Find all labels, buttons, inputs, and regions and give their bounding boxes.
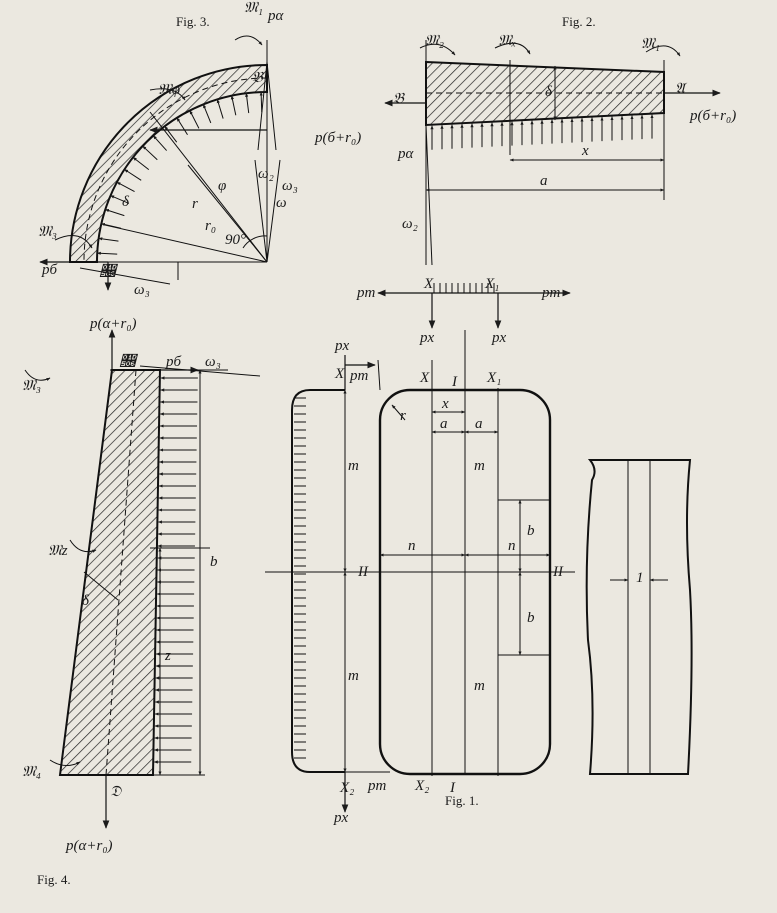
fig1-n-left: n — [408, 538, 416, 554]
fig1-m-mid-bottom: m — [474, 678, 485, 694]
fig4-delta: δ — [82, 593, 90, 609]
fig2-A: 𝔄 — [675, 81, 688, 97]
fig1-x: x — [441, 396, 449, 412]
neutral-axis — [83, 77, 268, 263]
fig2-Mx: 𝔐ₓ — [498, 33, 516, 49]
pressure-arrows — [430, 114, 654, 150]
fig2-caption: Fig. 2. — [562, 14, 596, 29]
fig2-M1: 𝔐₁ — [641, 36, 660, 52]
fig3-C: 𝔆 — [99, 263, 119, 280]
fig2-pbr: p(б+r₀) — [689, 108, 736, 124]
fig4-b: b — [210, 554, 218, 570]
fig1-m-left-top: m — [348, 458, 359, 474]
fig1-px-mid: px — [334, 338, 350, 354]
fig3-pbr: p(б+r₀) — [314, 130, 361, 146]
fig1-pm-mid: pm — [349, 368, 369, 384]
wall-strip-detail — [585, 459, 693, 775]
figure-1: Fig. 1. pm pm X X₁ px px — [265, 276, 693, 826]
fig1-X2-box: X₂ — [414, 778, 429, 794]
fig1-X1-top: X₁ — [484, 276, 499, 292]
fig3-phi: φ — [218, 178, 226, 194]
fig3-r: r — [192, 196, 198, 212]
fig2-pa: pα — [397, 146, 415, 162]
fig4-M4: 𝔐₄ — [22, 764, 41, 780]
fig1-a-right: a — [475, 416, 483, 432]
fig4-par-bottom: p(α+r₀) — [65, 838, 113, 854]
fig3-w2: ω₂ — [258, 166, 274, 182]
fig4-caption: Fig. 4. — [37, 872, 71, 887]
fig4-par-top: p(α+r₀) — [89, 316, 137, 332]
figure-2: Fig. 2. 𝔐₂ 𝔐ₓ 𝔐₁ 𝔅 𝔄 p(б+r₀) δ pα x — [384, 14, 736, 266]
fig3-M3: 𝔐₃ — [38, 224, 57, 240]
fig3-w3-top: ω₃ — [282, 178, 298, 194]
fig3-pa: pα — [267, 8, 285, 24]
fig2-delta: δ — [545, 84, 553, 100]
pressure-arrows — [153, 376, 198, 764]
fig1-px-top-left: px — [419, 330, 435, 346]
fig2-B: 𝔅 — [393, 91, 405, 107]
fig1-II-left: II — [357, 564, 369, 580]
figure-3: Fig. 3. — [38, 0, 361, 298]
fig1-pm-bottom: pm — [367, 778, 387, 794]
fig1-m-left-bottom: m — [348, 668, 359, 684]
fig1-pm-left-top: pm — [356, 285, 376, 301]
fig3-B: 𝔅 — [252, 70, 264, 86]
fig3-r0: r₀ — [205, 218, 216, 234]
fig1-I-top: I — [451, 374, 458, 390]
fig3-90deg: 90° — [225, 232, 246, 248]
fig1-X1-box: X₁ — [486, 370, 501, 386]
fig3-Mphi: 𝔐φ — [158, 82, 180, 98]
fig2-a: a — [540, 173, 548, 189]
fig1-II-right: II — [552, 564, 564, 580]
fig3-w3-bottom: ω₃ — [134, 282, 150, 298]
fig2-x: x — [581, 143, 589, 159]
fig1-px-bottom: px — [333, 810, 349, 826]
fig4-w3: ω₃ — [205, 354, 221, 370]
fig1-n-right: n — [508, 538, 516, 554]
fig1-one: 1 — [636, 570, 644, 586]
fig1-X-box: X — [419, 370, 430, 386]
fig1-caption: Fig. 1. — [445, 793, 479, 808]
fig1-px-top-right: px — [491, 330, 507, 346]
fig4-Mz: 𝔐z — [48, 543, 68, 559]
fig3-pb: pб — [41, 262, 58, 278]
fig1-b-top: b — [527, 523, 535, 539]
fig4-z: z — [164, 648, 171, 664]
fig1-m-mid-top: m — [474, 458, 485, 474]
fig3-caption: Fig. 3. — [176, 14, 210, 29]
fig2-w2: ω₂ — [402, 216, 418, 232]
fig1-b-bottom: b — [527, 610, 535, 626]
fig1-r: r — [400, 408, 406, 424]
fig1-X2-left: X₂ — [339, 780, 354, 796]
fig3-M1: 𝔐₁ — [244, 0, 263, 16]
fig1-X-top: X — [423, 276, 434, 292]
fig3-w: ω — [276, 195, 287, 211]
figure-4: Fig. 4. p(α+r₀) 𝔆 pб ω₃ 𝔐₃ 𝔐z δ b — [22, 316, 261, 887]
fig4-pb: pб — [165, 354, 182, 370]
fig1-X-mid: X — [334, 366, 345, 382]
fig4-M3: 𝔐₃ — [22, 378, 41, 394]
fig1-I-bottom: I — [449, 780, 456, 796]
fig1-a-left: a — [440, 416, 448, 432]
fig4-C: 𝔆 — [119, 353, 139, 370]
fig3-delta: δ — [122, 194, 130, 210]
fig2-M2: 𝔐₂ — [425, 33, 444, 49]
fig4-D: 𝔇 — [110, 784, 122, 800]
fig1-pm-right-top: pm — [541, 285, 561, 301]
